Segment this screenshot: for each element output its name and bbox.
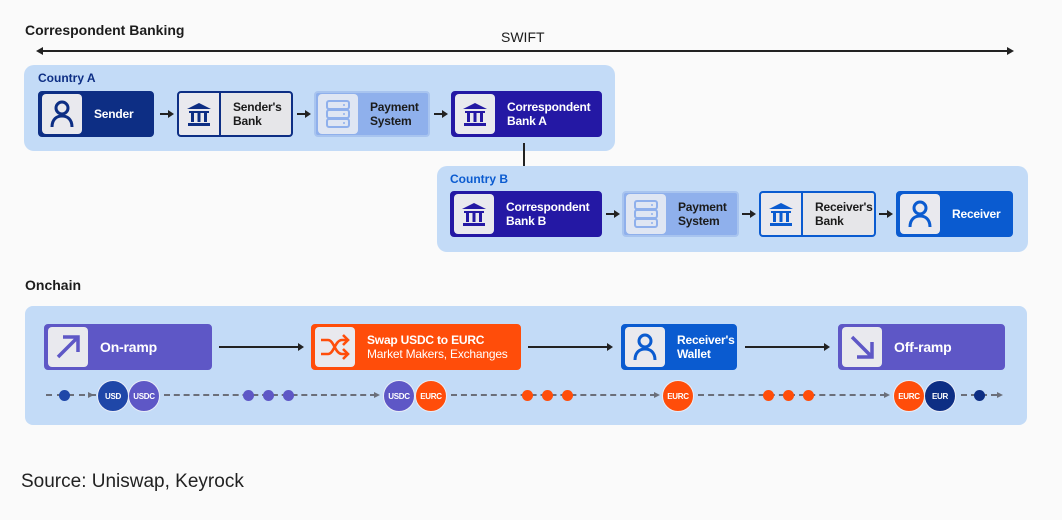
flow-arrow-head — [88, 392, 94, 398]
swift-line — [41, 50, 1007, 52]
flow-dot — [562, 390, 573, 401]
token-usd: USD — [97, 380, 129, 412]
correspondent-banking-title: Correspondent Banking — [25, 22, 185, 38]
token-eurc: EURC — [893, 380, 925, 412]
arrow-swap-to-wallet — [528, 343, 613, 351]
token-usdc: USDC — [128, 380, 160, 412]
arrow-bank-to-payment — [297, 110, 311, 118]
country-a-label: Country A — [38, 71, 96, 85]
swift-label: SWIFT — [501, 29, 545, 45]
user-icon — [900, 194, 940, 234]
server-icon — [318, 94, 358, 134]
onchain-title: Onchain — [25, 277, 82, 293]
flow-dot — [243, 390, 254, 401]
flow-arrow-head — [654, 392, 660, 398]
flow-dot — [803, 390, 814, 401]
flow-dot — [522, 390, 533, 401]
token-eur: EUR — [924, 380, 956, 412]
arrow-payment-to-receivers-bank — [742, 210, 756, 218]
off-ramp-node: Off-ramp — [838, 324, 1005, 370]
arrow-onramp-to-swap — [219, 343, 304, 351]
sender-label: Sender — [94, 107, 134, 121]
sender-node: Sender — [38, 91, 154, 137]
swift-span-arrow — [36, 46, 1014, 56]
bank-icon — [761, 193, 803, 235]
bank-icon — [455, 94, 495, 134]
on-ramp-label: On-ramp — [100, 339, 157, 355]
user-icon — [42, 94, 82, 134]
token-eurc: EURC — [415, 380, 447, 412]
source-note: Source: Uniswap, Keyrock — [21, 471, 244, 492]
arrow-sender-to-bank — [160, 110, 174, 118]
flow-dot — [59, 390, 70, 401]
arrow-payment-to-corr-a — [434, 110, 448, 118]
flow-arrow-head — [374, 392, 380, 398]
shuffle-icon — [315, 327, 355, 367]
flow-dot — [763, 390, 774, 401]
arrow-bank-to-receiver — [879, 210, 893, 218]
arrow-up-right-icon — [48, 327, 88, 367]
flow-arrow-head — [997, 392, 1003, 398]
flow-dot — [542, 390, 553, 401]
flow-dot — [263, 390, 274, 401]
user-icon — [625, 327, 665, 367]
receiver-label: Receiver — [952, 207, 1001, 221]
arrow-wallet-to-offramp — [745, 343, 830, 351]
arrow-corr-a-to-corr-b — [523, 143, 525, 169]
flow-arrow-head — [884, 392, 890, 398]
arrow-down-right-icon — [842, 327, 882, 367]
receiver-node: Receiver — [896, 191, 1013, 237]
flow-dot — [974, 390, 985, 401]
token-usdc: USDC — [383, 380, 415, 412]
flow-dot — [783, 390, 794, 401]
swift-arrow-right-head — [1007, 47, 1014, 55]
bank-icon — [179, 93, 221, 135]
server-icon — [626, 194, 666, 234]
bank-icon — [454, 194, 494, 234]
flow-dot — [283, 390, 294, 401]
country-b-label: Country B — [450, 172, 508, 186]
flow-dash — [46, 394, 96, 396]
on-ramp-node: On-ramp — [44, 324, 212, 370]
swift-arrow-left-head — [36, 47, 43, 55]
off-ramp-label: Off-ramp — [894, 339, 952, 355]
token-eurc: EURC — [662, 380, 694, 412]
arrow-corr-b-to-payment — [606, 210, 620, 218]
flow-dash — [451, 394, 656, 396]
